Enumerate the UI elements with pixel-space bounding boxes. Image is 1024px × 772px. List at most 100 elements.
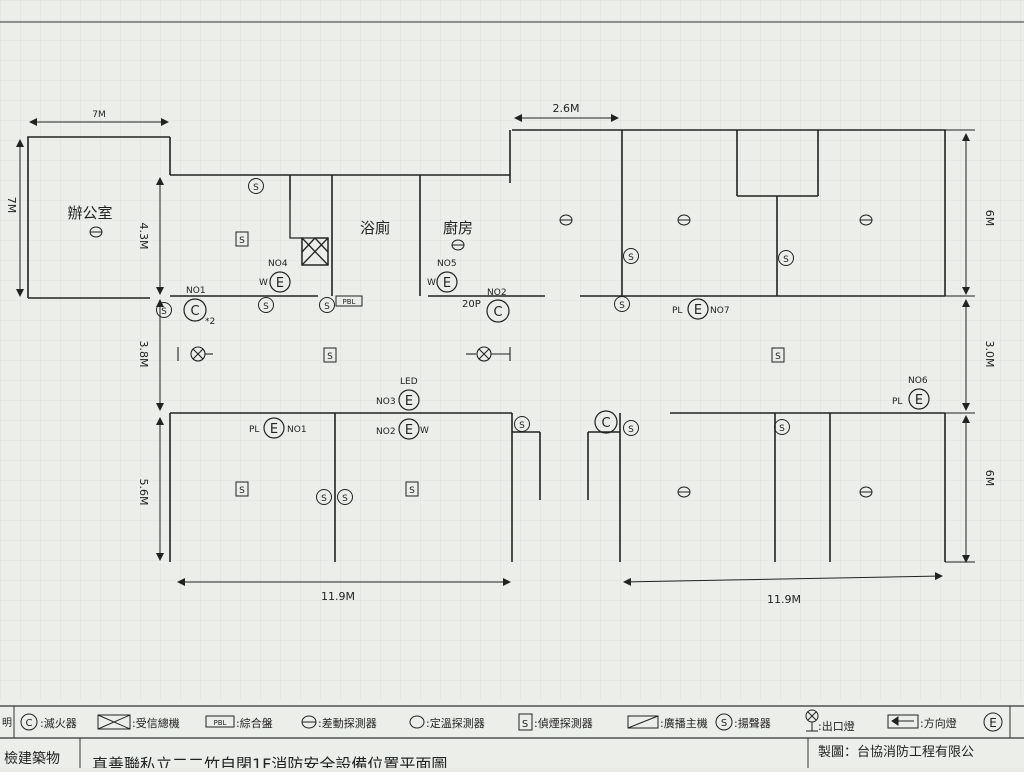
- stair-symbol: [289, 200, 329, 266]
- heat-detector-icon: [677, 486, 691, 498]
- legend-text-fixed: :定溫探測器: [426, 716, 485, 730]
- heat-detector-icon: [451, 239, 465, 251]
- svg-text:S: S: [522, 719, 528, 730]
- extinguishers: C C C: [183, 298, 618, 434]
- legend-text-speaker: :揚聲器: [734, 716, 771, 730]
- legend-text-panel: :受信總機: [132, 716, 180, 730]
- exit-light-icon: [177, 346, 213, 362]
- dim-bottom-right-width: 11.9M: [767, 593, 801, 606]
- extinguisher-icon: C: [183, 298, 207, 322]
- svg-text:S: S: [239, 486, 245, 496]
- speaker-icon: S: [248, 178, 264, 194]
- label-x2: *2: [205, 317, 215, 327]
- legend-amp-icon: [627, 715, 659, 729]
- svg-text:S: S: [409, 486, 415, 496]
- label-no5: NO5: [437, 259, 457, 269]
- svg-text:S: S: [628, 253, 634, 263]
- label-no6: NO6: [908, 376, 928, 386]
- legend-block: 明 C :滅火器 :受信總機 PBL :綜合盤 :差動探測器 :定溫探測器 S …: [0, 705, 1024, 772]
- drawing-title: 真善聯私立二二竹自閉1F消防安全設備位置平面圖: [92, 755, 447, 768]
- legend-text-rate: :差動探測器: [318, 716, 377, 730]
- svg-text:PBL: PBL: [343, 298, 356, 306]
- speaker-icon: S: [316, 489, 332, 505]
- svg-text:C: C: [26, 718, 33, 729]
- pbl-panel: PBL: [335, 295, 363, 307]
- label-w: W: [420, 426, 429, 436]
- speaker-icon: S: [623, 248, 639, 264]
- emergency-lights: E E E E E E E: [263, 271, 930, 440]
- speaker-icon: S: [337, 489, 353, 505]
- legend-text-smoke: :偵煙探測器: [534, 716, 593, 730]
- legend-arrow-light-icon: [887, 714, 919, 729]
- legend-smoke-detector-icon: [518, 713, 533, 731]
- speaker-icon: S: [156, 302, 172, 318]
- svg-text:E: E: [405, 394, 413, 409]
- speaker-icon: S: [514, 416, 530, 432]
- svg-text:PBL: PBL: [214, 719, 227, 727]
- svg-text:S: S: [321, 494, 327, 504]
- room-office-label: 辦公室: [67, 204, 112, 222]
- svg-text:C: C: [493, 305, 502, 320]
- title-left: 檢建築物: [4, 750, 60, 767]
- legend-speaker-icon: [715, 713, 733, 731]
- label-pl: PL: [892, 397, 902, 407]
- walls: [27, 129, 946, 562]
- smoke-detector-icon: S: [771, 347, 785, 363]
- heat-detector-icon: [559, 214, 573, 226]
- legend-text-amp: :廣播主機: [660, 716, 708, 730]
- dim-lower-height-left: 5.6M: [137, 479, 150, 506]
- svg-text:E: E: [405, 423, 413, 438]
- legend-emergency-icon: [983, 712, 1003, 732]
- speaker-icon: S: [614, 296, 630, 312]
- speaker-icon: S: [258, 297, 274, 313]
- dim-right-upper-height: 6M: [983, 210, 996, 227]
- heat-detectors: [89, 214, 873, 498]
- svg-text:S: S: [342, 494, 348, 504]
- emergency-light-icon: E: [436, 271, 458, 293]
- svg-text:C: C: [190, 304, 199, 319]
- label-no2-c: NO2: [487, 288, 507, 298]
- smoke-detector-icon: S: [235, 481, 249, 497]
- svg-text:S: S: [619, 301, 625, 311]
- dim-left-height: 7M: [5, 197, 18, 214]
- emergency-light-icon: E: [398, 389, 420, 411]
- svg-text:C: C: [601, 416, 610, 431]
- dim-right-corridor-height: 3.0M: [983, 341, 996, 368]
- speaker-icon: S: [774, 419, 790, 435]
- dim-upper-height-left: 4.3M: [137, 223, 150, 250]
- label-pl: PL: [672, 306, 682, 316]
- exit-lights: [177, 346, 511, 362]
- svg-text:S: S: [263, 302, 269, 312]
- extinguisher-icon: C: [486, 299, 510, 323]
- svg-text:S: S: [239, 236, 245, 246]
- smoke-detector-icon: S: [323, 347, 337, 363]
- emergency-light-icon: E: [269, 271, 291, 293]
- label-no4: NO4: [268, 259, 288, 269]
- extinguisher-icon: C: [594, 410, 618, 434]
- heat-detector-icon: [859, 214, 873, 226]
- dim-top-left-width: 7M: [92, 110, 106, 120]
- dim-bottom-left-width: 11.9M: [321, 590, 355, 603]
- smoke-detector-icon: S: [405, 481, 419, 497]
- svg-text:S: S: [253, 183, 259, 193]
- legend-text-pbl: :綜合盤: [236, 716, 273, 730]
- svg-text:S: S: [327, 352, 333, 362]
- legend-extinguisher-icon: [20, 713, 38, 731]
- svg-text:E: E: [694, 303, 702, 318]
- legend-text-exit: :出口燈: [818, 719, 855, 733]
- heat-detector-icon: [859, 486, 873, 498]
- svg-text:E: E: [989, 716, 997, 730]
- legend-side-label: 明: [2, 717, 12, 729]
- svg-text:E: E: [915, 393, 923, 408]
- legend-text-arrow: :方向燈: [920, 716, 957, 730]
- heat-detector-icon: [89, 226, 103, 238]
- label-w: W: [259, 278, 268, 288]
- speaker-icon: S: [319, 297, 335, 313]
- smoke-detector-icon: S: [235, 231, 249, 247]
- svg-text:E: E: [443, 276, 451, 291]
- smoke-detectors: S S S S S: [235, 231, 785, 497]
- svg-text:S: S: [775, 352, 781, 362]
- label-no7: NO7: [710, 306, 730, 316]
